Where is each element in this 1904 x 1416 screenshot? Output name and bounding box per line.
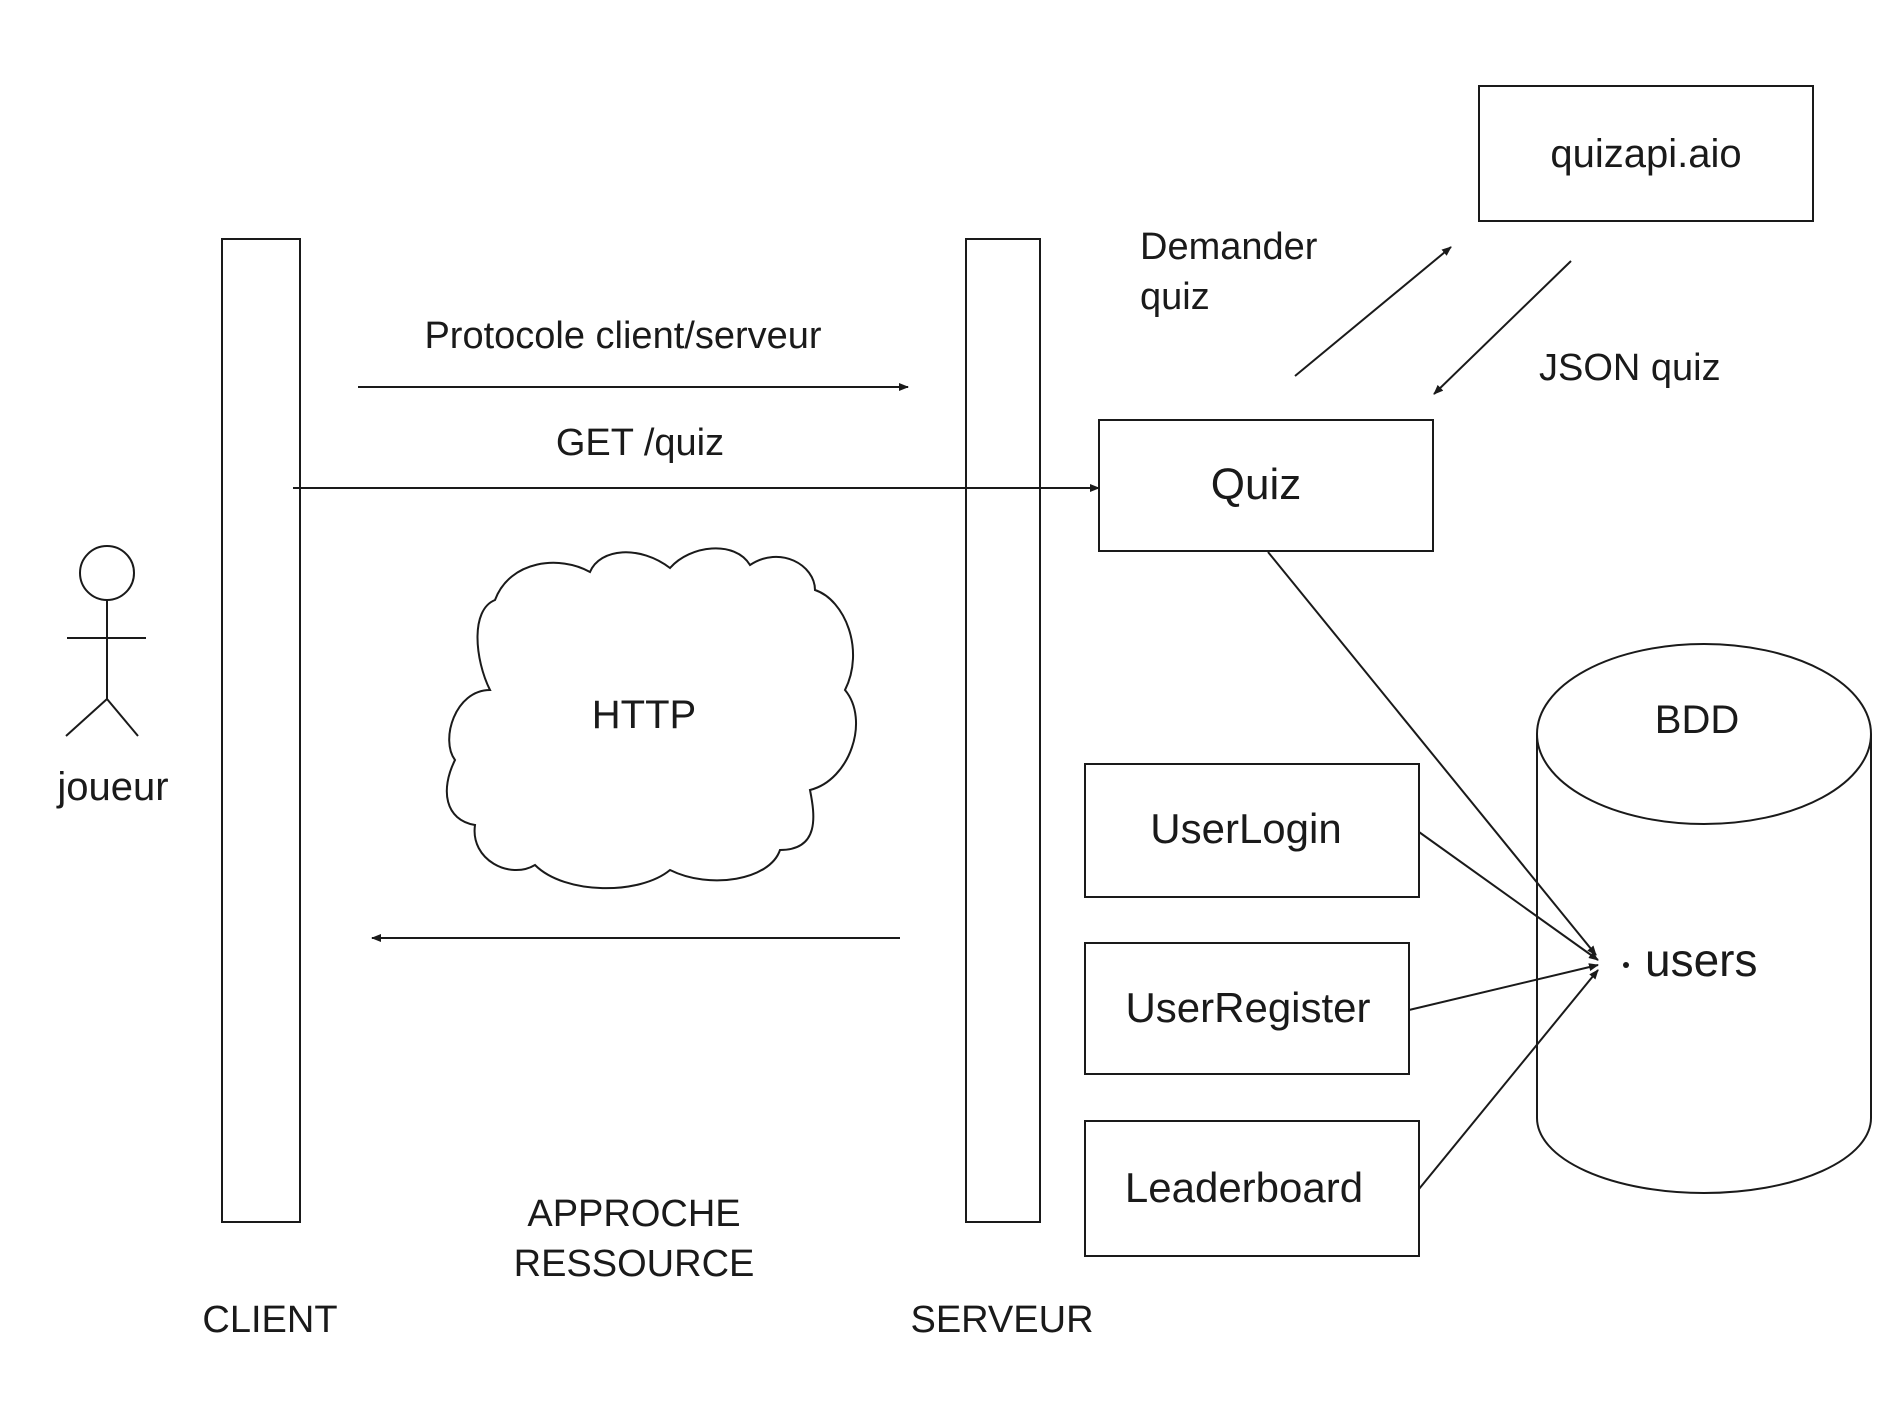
http-label: HTTP — [592, 693, 696, 737]
leaderboard-to-users-line — [1418, 969, 1599, 1190]
quiz-label: Quiz — [1211, 460, 1301, 509]
users-label: users — [1645, 934, 1757, 986]
database-label: BDD — [1655, 698, 1739, 742]
client-label: CLIENT — [202, 1299, 337, 1341]
actor-joueur: joueur — [56, 545, 169, 809]
approach-label-line1: APPROCHE — [527, 1193, 740, 1235]
users-connections — [1267, 551, 1599, 1190]
user-login-label: UserLogin — [1150, 805, 1341, 852]
server-bar — [965, 238, 1041, 1223]
stick-figure-icon — [65, 545, 146, 737]
register-to-users-line — [1408, 963, 1599, 1011]
quiz-to-users-line — [1267, 551, 1597, 956]
user-register-box: UserRegister — [1084, 942, 1410, 1075]
external-api-label: quizapi.aio — [1550, 132, 1741, 176]
json-quiz-label: JSON quiz — [1539, 347, 1721, 389]
actor-label: joueur — [56, 765, 168, 809]
login-to-users-line — [1418, 831, 1599, 961]
http-cloud: HTTP — [445, 547, 857, 890]
json-quiz-arrow: JSON quiz — [1433, 260, 1721, 395]
cloud-icon — [445, 547, 857, 890]
ask-quiz-label-line1: Demander — [1140, 226, 1318, 268]
quiz-resource-box: Quiz — [1098, 419, 1434, 552]
ask-quiz-label-line2: quiz — [1140, 276, 1210, 318]
protocol-label: Protocole client/serveur — [424, 315, 821, 357]
server-label: SERVEUR — [910, 1299, 1093, 1341]
ask-quiz-arrow: Demander quiz — [1140, 226, 1452, 377]
protocol-arrow: Protocole client/serveur — [358, 315, 909, 391]
client-lifeline: CLIENT — [202, 238, 338, 1341]
external-api-box: quizapi.aio — [1478, 85, 1814, 222]
server-lifeline: SERVEUR — [910, 238, 1094, 1341]
user-login-box: UserLogin — [1084, 763, 1420, 898]
leaderboard-box: Leaderboard — [1084, 1120, 1420, 1257]
approach-label-line2: RESSOURCE — [514, 1243, 755, 1285]
client-bar — [221, 238, 301, 1223]
users-bullet — [1623, 962, 1629, 968]
get-quiz-arrow: GET /quiz — [293, 422, 1100, 492]
leaderboard-label: Leaderboard — [1125, 1164, 1363, 1211]
get-quiz-label: GET /quiz — [556, 422, 724, 464]
database-cylinder: BDD users — [1536, 643, 1872, 1194]
user-register-label: UserRegister — [1125, 984, 1370, 1031]
